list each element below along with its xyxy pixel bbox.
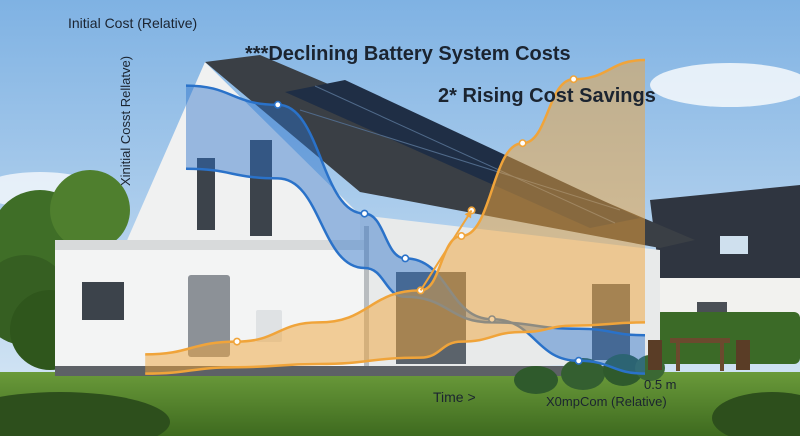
wall-battery-icon (188, 275, 230, 357)
window (197, 158, 215, 230)
series-1-point (273, 100, 282, 109)
series-2-point (457, 232, 466, 241)
series-2-upper-line (145, 58, 646, 356)
patio-set-icon (648, 338, 750, 371)
chart-title: ***Declining Battery System Costs (245, 43, 571, 65)
x-axis-label: Time > (433, 389, 476, 405)
cloud (650, 63, 800, 107)
series-1-band (186, 85, 645, 374)
foreground-shrub (712, 392, 800, 436)
series-2-band (145, 60, 645, 374)
foreground-shrub (0, 392, 170, 436)
series-1-point (574, 356, 583, 365)
series-1-point (360, 209, 369, 218)
downpipe (364, 226, 369, 366)
chart-subtitle: 2* Rising Cost Savings (438, 85, 656, 107)
x-axis-label-right: X0mpCom (Relative) (546, 394, 667, 409)
series-2-point (518, 139, 527, 148)
window (250, 140, 272, 236)
series-2-lower-line (145, 321, 646, 375)
house-plinth (55, 366, 660, 376)
chart-plot-area (145, 58, 646, 375)
series-2-point (233, 337, 242, 346)
trend-arrow (419, 209, 473, 291)
tree-icon (0, 170, 130, 370)
window (82, 282, 124, 320)
y-axis-label-side: Xinitial Cosst Rellatve) (118, 56, 133, 186)
series-1-point (401, 254, 410, 263)
x-axis-tick-label: 0.5 m (644, 377, 677, 392)
trend-arrow-head (464, 210, 472, 219)
series-2-point (569, 75, 578, 84)
y-axis-label-top: Initial Cost (Relative) (68, 15, 197, 31)
